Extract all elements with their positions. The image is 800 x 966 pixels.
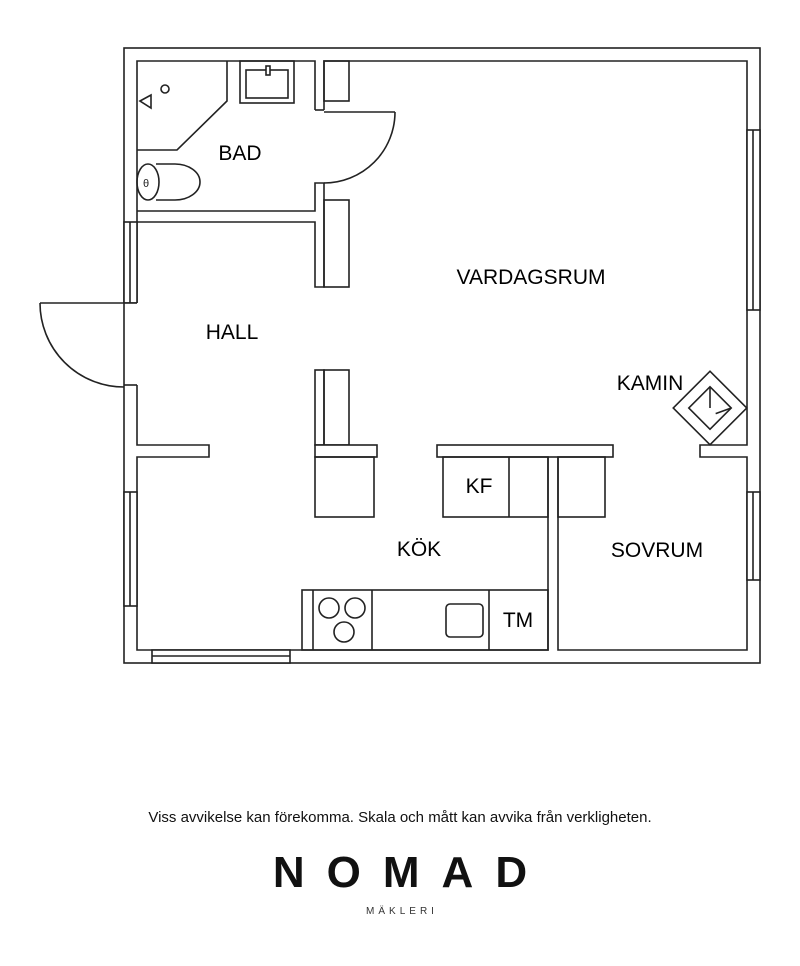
room-label-vardagsrum: VARDAGSRUM <box>457 266 606 289</box>
bathroom-fixtures: θ <box>136 60 295 201</box>
room-label-kamin: KAMIN <box>617 372 684 395</box>
fireplace-icon <box>672 370 748 446</box>
room-label-tm: TM <box>503 609 533 632</box>
room-label-hall: HALL <box>206 321 259 344</box>
logo-subtitle: MÄKLERI <box>366 906 438 917</box>
bathroom-door[interactable] <box>323 111 396 184</box>
entry-door[interactable] <box>39 302 138 388</box>
svg-text:θ: θ <box>143 178 149 190</box>
bathroom-walls <box>137 109 325 288</box>
stove-icon <box>318 597 366 643</box>
outer-walls <box>123 47 761 664</box>
room-label-bad: BAD <box>218 142 261 165</box>
shower <box>137 61 228 151</box>
sink <box>239 60 295 104</box>
window <box>123 129 761 664</box>
room-label-kf: KF <box>466 475 493 498</box>
logo-nomad: NOMAD <box>272 848 550 897</box>
room-label-kok: KÖK <box>397 538 441 561</box>
room-label-sovrum: SOVRUM <box>611 539 703 562</box>
disclaimer: Viss avvikelse kan förekomma. Skala och … <box>148 809 652 826</box>
kitchen-counter <box>301 589 549 651</box>
cabinets <box>314 60 614 518</box>
kitchen-sink-icon <box>445 603 484 638</box>
toilet: θ <box>136 163 201 201</box>
